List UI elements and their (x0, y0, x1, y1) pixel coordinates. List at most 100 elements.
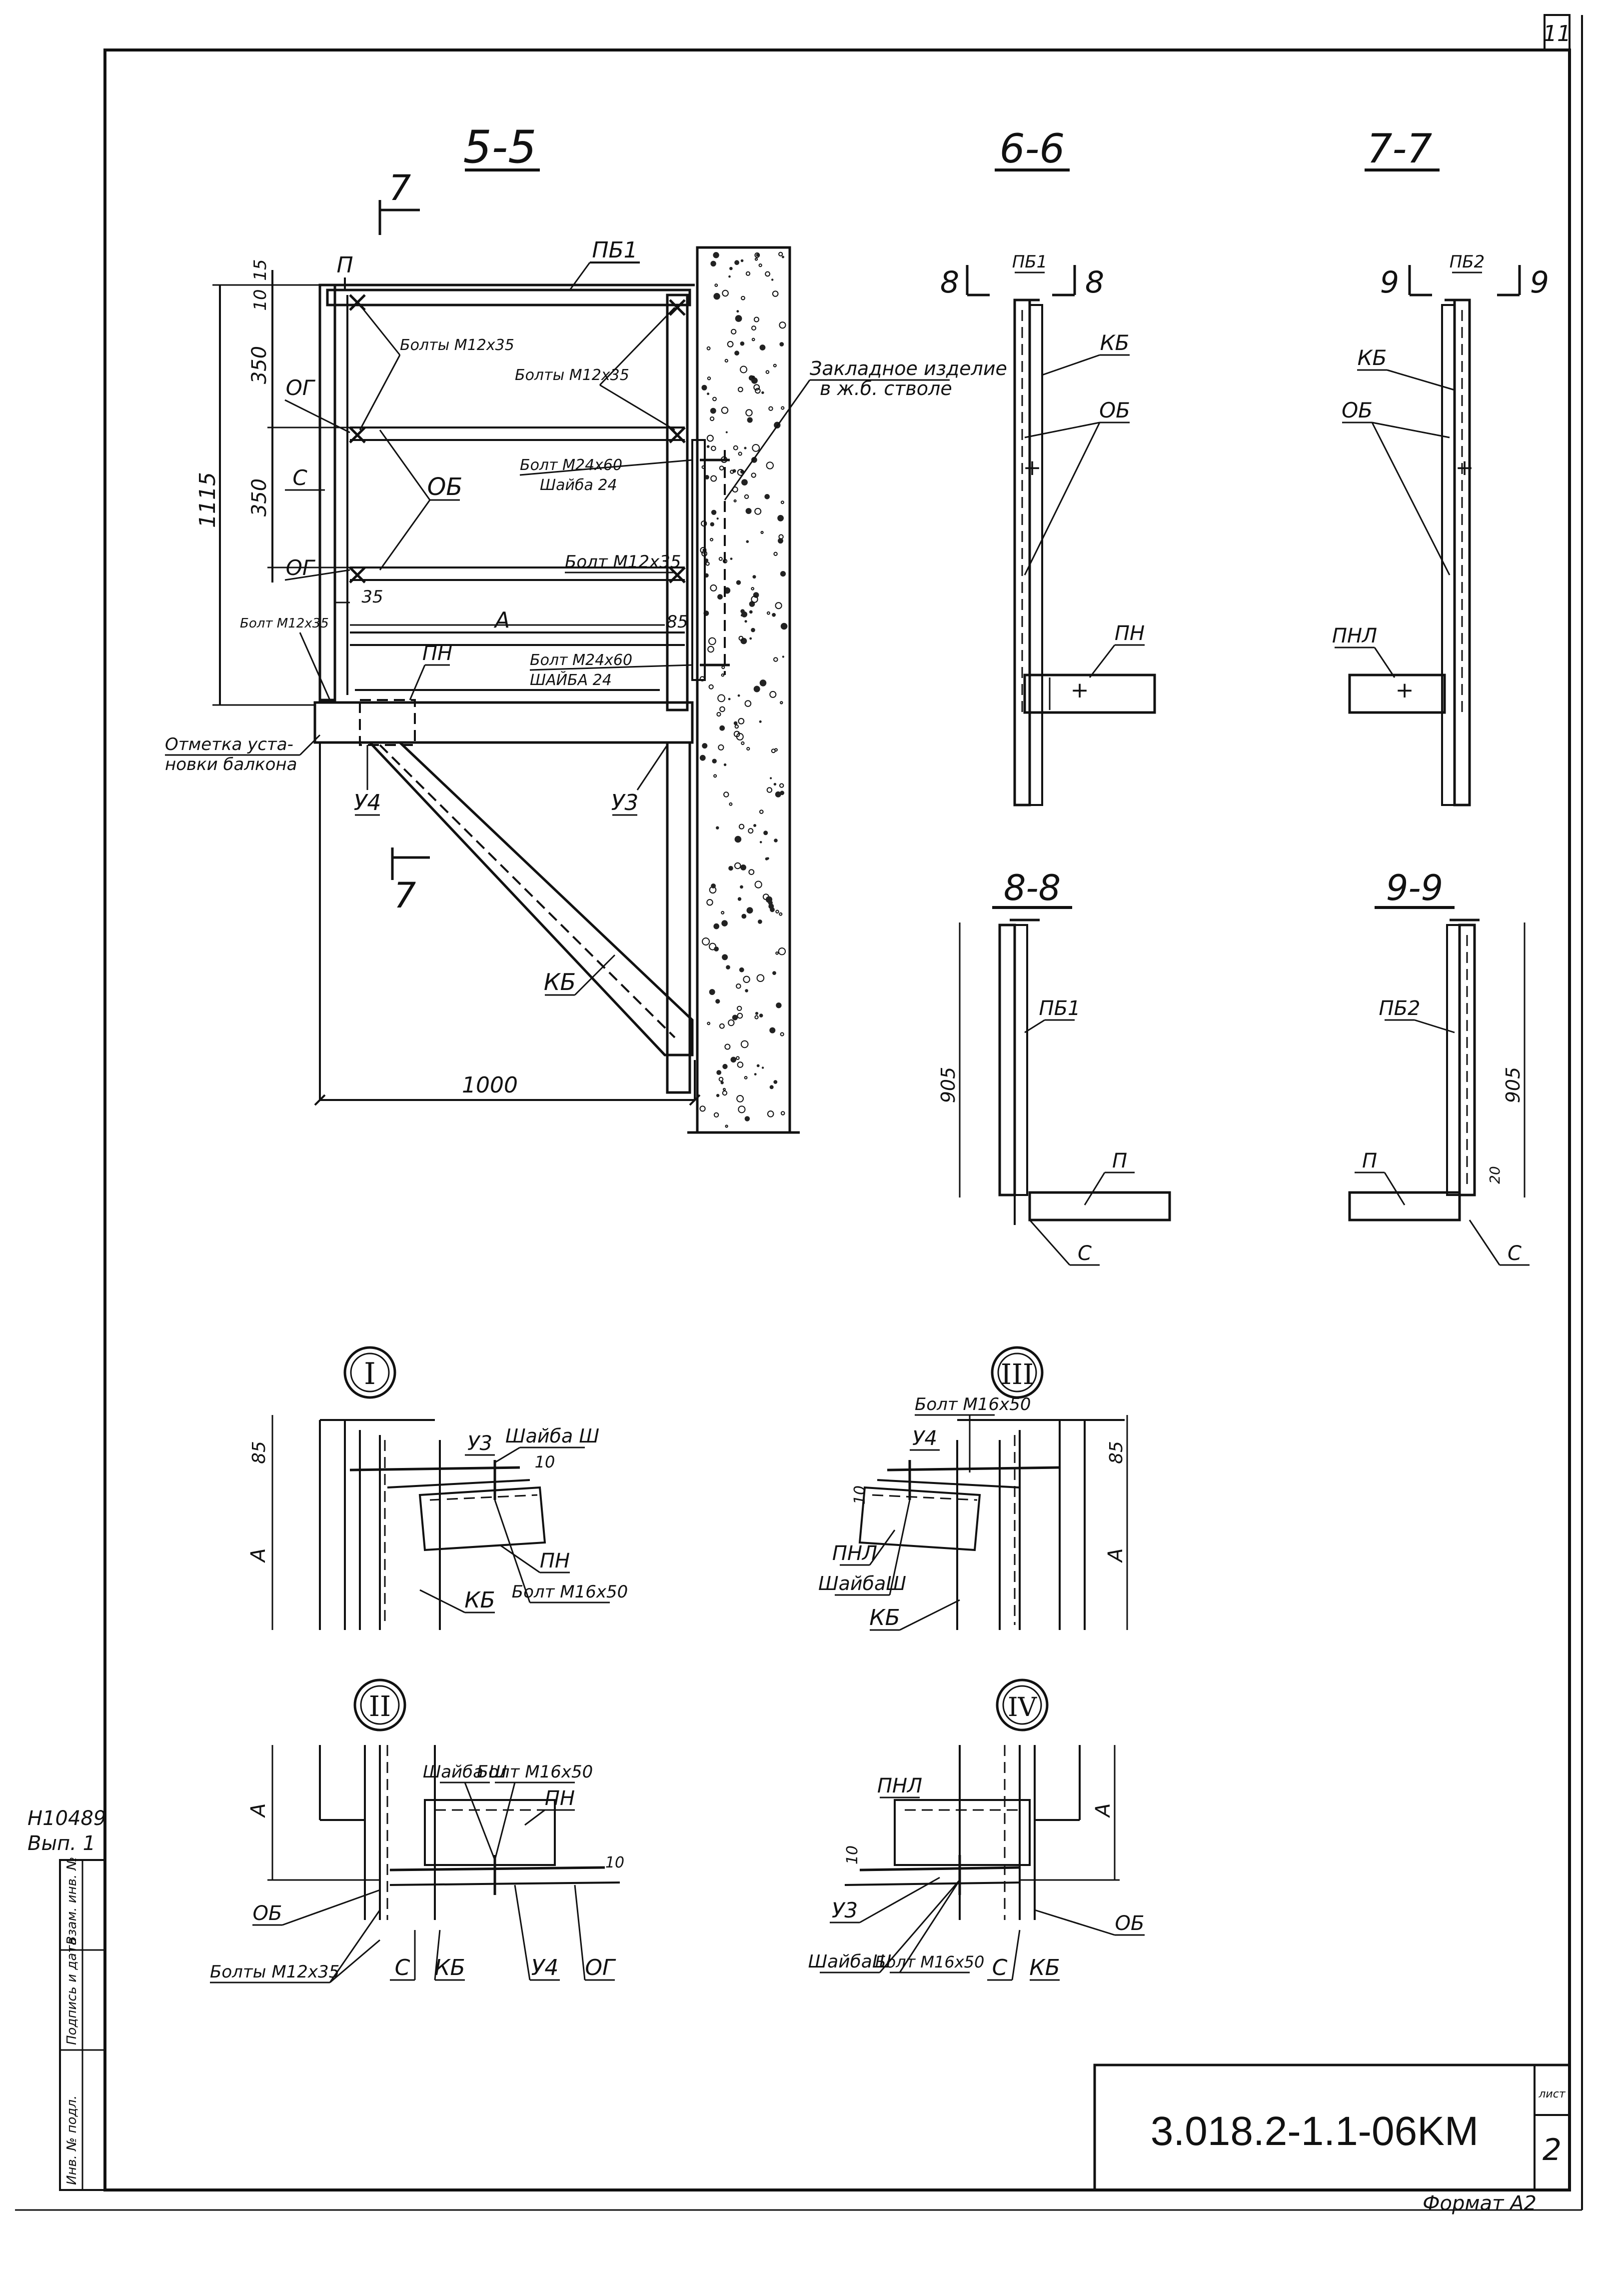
dim-A-IV: А (1092, 1803, 1115, 1818)
concrete-dot (754, 316, 759, 322)
concrete-dot (754, 880, 762, 888)
concrete-dot (729, 802, 733, 806)
concrete-dot (730, 558, 733, 560)
concrete-dot (728, 698, 731, 700)
concrete-dot (721, 673, 725, 677)
concrete-dot (751, 472, 756, 478)
concrete-dot (706, 346, 711, 350)
concrete-dot (710, 584, 717, 592)
concrete-dot (740, 609, 745, 614)
detail-III: III Болт М16х50 85 А У4 10 ПНЛ ШайбаШ КБ (818, 1346, 1128, 1631)
label-PN: ПН (422, 642, 452, 665)
label-embedded-1: Закладное изделие (810, 358, 1007, 380)
concrete-dot (707, 646, 714, 653)
concrete-dot (709, 989, 715, 995)
concrete-dot (736, 984, 741, 989)
concrete-dot (736, 1095, 744, 1102)
concrete-dot (751, 326, 756, 331)
concrete-dot (717, 594, 723, 600)
mark-9-left: 9 (1380, 265, 1399, 300)
label-washer-IV: ШайбаШ (808, 1952, 892, 1972)
concrete-dot (715, 999, 720, 1004)
section-9-9: 9-9 905 20 ПБ2 П С (1348, 868, 1530, 1266)
concrete-dot (779, 322, 786, 329)
stamp-replace: Взам. инв. № (64, 1856, 79, 1945)
label-P: П (336, 252, 353, 278)
concrete-dot (746, 540, 749, 543)
inventory-note: Н10489 (27, 1807, 106, 1830)
dim-1000: 1000 (462, 1072, 518, 1098)
section-8-8-title: 8-8 (1004, 868, 1061, 908)
label-bolts-left: Болты М12х35 (400, 336, 514, 354)
concrete-dot (737, 1006, 742, 1012)
section-5-5-title: 5-5 (463, 121, 537, 174)
concrete-dot (732, 1014, 738, 1020)
concrete-dot (744, 494, 749, 499)
concrete-dot (755, 388, 761, 394)
label-washer-I: Шайба Ш (505, 1425, 599, 1447)
concrete-dot (711, 446, 716, 452)
concrete-dot (775, 791, 781, 798)
concrete-dot (722, 954, 728, 960)
concrete-dot (763, 830, 768, 836)
label-washer-II: Шайба Ш (423, 1762, 507, 1782)
concrete-dot (740, 259, 744, 262)
label-PB2-99: ПБ2 (1379, 997, 1421, 1020)
label-PNL-III: ПНЛ (832, 1542, 877, 1565)
label-U4-III: У4 (912, 1427, 937, 1450)
concrete-dot (713, 1112, 719, 1118)
dim-350-a: 350 (248, 346, 271, 384)
concrete-dot (768, 406, 773, 411)
label-KB: КБ (544, 968, 576, 996)
concrete-dot (728, 866, 733, 871)
concrete-dot (733, 445, 738, 450)
dim-905-88: 905 (937, 1067, 959, 1104)
concrete-dot (769, 1027, 776, 1034)
dim-10-III: 10 (851, 1486, 869, 1504)
label-PNL-77: ПНЛ (1332, 624, 1377, 648)
concrete-dot (710, 416, 715, 422)
concrete-dot (780, 790, 785, 796)
concrete-dot (751, 587, 755, 590)
section-9-9-title: 9-9 (1386, 868, 1443, 908)
label-embedded-2: в ж.б. стволе (820, 378, 952, 400)
section-6-6-title: 6-6 (1000, 126, 1065, 172)
concrete-dot (756, 1064, 760, 1068)
label-bolt-m12-left: Болт М12х35 (240, 616, 329, 631)
sheet-number: 2 (1543, 2132, 1562, 2168)
concrete-dot (727, 340, 734, 348)
concrete-dot (722, 1064, 728, 1070)
concrete-dot (778, 948, 786, 956)
detail-II: II А Шайба Ш Болт М16х50 ПН 10 ОБ Болты … (210, 1678, 624, 1984)
concrete-dot (751, 596, 758, 603)
concrete-dot (756, 974, 765, 982)
dim-905-99: 905 (1502, 1067, 1524, 1104)
concrete-dot (719, 725, 725, 731)
concrete-dot (740, 1040, 749, 1048)
concrete-dot (765, 896, 773, 903)
concrete-dot (721, 666, 725, 670)
concrete-dot (769, 1085, 774, 1090)
label-PB1-88: ПБ1 (1039, 997, 1081, 1020)
label-bolt-m12-right: Болт М12х35 (565, 552, 681, 572)
concrete-dot (773, 782, 777, 786)
concrete-dot (741, 479, 748, 486)
stamp-inv: Инв. № подл. (64, 2096, 79, 2185)
dim-15: 15 (250, 259, 270, 280)
label-washer-24-top: Шайба 24 (540, 476, 617, 494)
label-bolt-m24-bottom: Болт М24х60 (530, 652, 632, 669)
detail-I: I 85 А У3 Шайба Ш 10 ПН Болт М16х50 КБ (247, 1346, 628, 1630)
concrete-dot (779, 912, 783, 916)
dim-10-II: 10 (605, 1854, 624, 1872)
concrete-dot (781, 406, 785, 410)
concrete-dot (725, 431, 728, 434)
dim-20-99: 20 (1487, 1166, 1503, 1184)
concrete-dot (749, 610, 753, 614)
concrete-dot (768, 904, 774, 909)
concrete-dot (772, 971, 776, 975)
concrete-dot (780, 622, 788, 630)
concrete-dot (712, 396, 717, 402)
concrete-dot (755, 1012, 759, 1015)
label-level-1: Отметка уста- (165, 734, 293, 754)
dim-35: 35 (361, 587, 383, 607)
